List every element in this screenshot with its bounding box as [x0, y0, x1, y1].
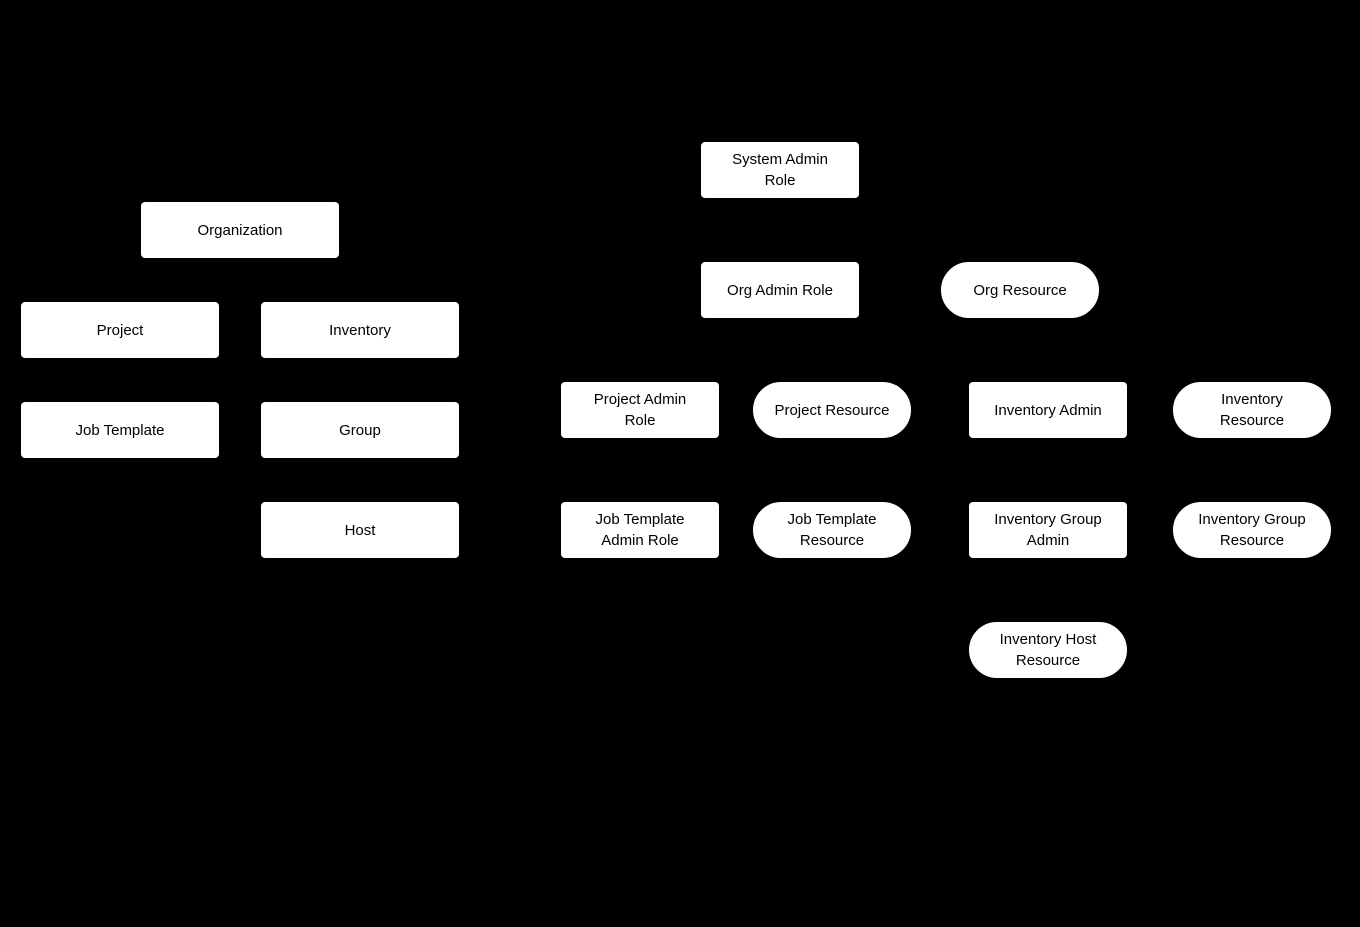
node-inventory: Inventory [261, 302, 459, 358]
node-job-template-resource: Job Template Resource [753, 502, 911, 558]
node-host: Host [261, 502, 459, 558]
node-system-admin-role: System Admin Role [701, 142, 859, 198]
node-project: Project [21, 302, 219, 358]
node-project-admin-role: Project Admin Role [561, 382, 719, 438]
node-inventory-group-admin: Inventory Group Admin [969, 502, 1127, 558]
node-inventory-resource: Inventory Resource [1173, 382, 1331, 438]
node-inventory-admin: Inventory Admin [969, 382, 1127, 438]
node-org-resource: Org Resource [941, 262, 1099, 318]
node-org-admin-role: Org Admin Role [701, 262, 859, 318]
node-organization: Organization [141, 202, 339, 258]
node-job-template-admin-role: Job Template Admin Role [561, 502, 719, 558]
node-inventory-host-resource: Inventory Host Resource [969, 622, 1127, 678]
node-inventory-group-resource: Inventory Group Resource [1173, 502, 1331, 558]
node-job-template: Job Template [21, 402, 219, 458]
node-project-resource: Project Resource [753, 382, 911, 438]
node-group: Group [261, 402, 459, 458]
